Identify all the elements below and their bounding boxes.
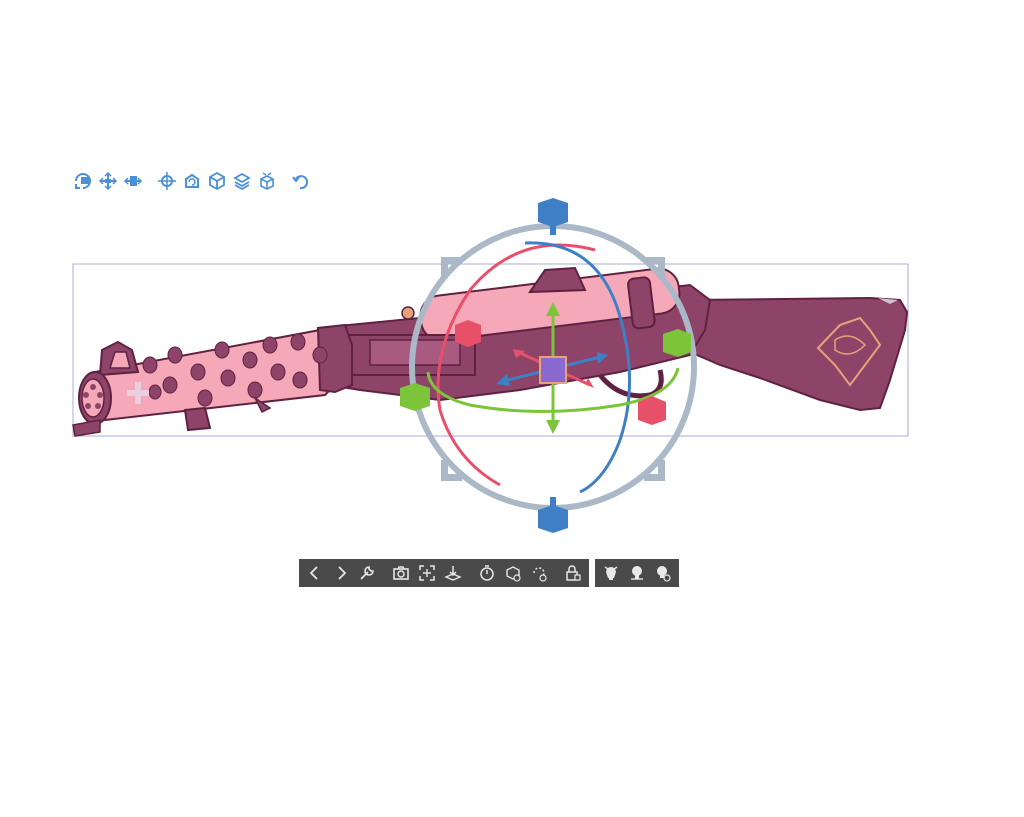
light-bulb-button[interactable] bbox=[625, 561, 649, 585]
light-source-button[interactable] bbox=[599, 561, 623, 585]
gizmo-left-handle[interactable] bbox=[400, 383, 430, 411]
layers-view-icon bbox=[233, 172, 251, 191]
move-object-button[interactable] bbox=[156, 170, 178, 192]
stock-emblem bbox=[816, 316, 882, 387]
explode-view-icon bbox=[260, 172, 274, 190]
previous-button[interactable] bbox=[303, 561, 327, 585]
rotate-object-icon bbox=[185, 173, 199, 188]
rotate-reset-icon bbox=[533, 567, 547, 582]
rotate-object-button[interactable] bbox=[181, 170, 203, 192]
gizmo-lower-right-handle[interactable] bbox=[638, 396, 666, 425]
gizmo-top-handle[interactable] bbox=[538, 198, 568, 227]
object-settings-wrench-button[interactable] bbox=[355, 561, 379, 585]
transform-gizmo[interactable] bbox=[400, 198, 697, 533]
gizmo-bottom-handle[interactable] bbox=[538, 505, 568, 533]
undo-rotate-icon bbox=[292, 175, 309, 190]
camera-button[interactable] bbox=[389, 561, 413, 585]
submachine-gun-model[interactable] bbox=[72, 266, 909, 437]
move-object-icon bbox=[158, 172, 176, 190]
rotate-reset-button[interactable] bbox=[527, 561, 551, 585]
next-button[interactable] bbox=[329, 561, 353, 585]
box-view-icon bbox=[209, 171, 225, 191]
gizmo-upper-left-handle[interactable] bbox=[455, 320, 481, 347]
gizmo-center-handle[interactable] bbox=[539, 356, 567, 384]
wrench-icon bbox=[360, 566, 374, 580]
layers-view-button[interactable] bbox=[231, 170, 253, 192]
camera-icon bbox=[393, 566, 409, 580]
lock-button[interactable] bbox=[561, 561, 585, 585]
fit-view-button[interactable] bbox=[415, 561, 439, 585]
timer-button[interactable] bbox=[475, 561, 499, 585]
camera-zoom-button[interactable] bbox=[122, 170, 144, 192]
next-icon bbox=[338, 566, 347, 580]
explode-view-button[interactable] bbox=[256, 170, 278, 192]
gizmo-right-handle[interactable] bbox=[663, 329, 691, 357]
object-settings-button[interactable] bbox=[501, 561, 525, 585]
camera-rotate-button[interactable] bbox=[72, 170, 94, 192]
camera-pan-button[interactable] bbox=[97, 170, 119, 192]
light-tools-group bbox=[595, 559, 679, 587]
lock-icon bbox=[566, 565, 581, 581]
ground-button[interactable] bbox=[441, 561, 465, 585]
barrel-shroud-holes bbox=[142, 333, 328, 407]
gizmo-rotate-z-arc[interactable] bbox=[524, 241, 631, 494]
object-tools-group bbox=[299, 559, 589, 587]
gizmo-rotate-x-arc[interactable] bbox=[436, 243, 596, 487]
fit-view-icon bbox=[419, 565, 435, 581]
camera-zoom-icon bbox=[123, 176, 143, 186]
light-bulb-icon bbox=[631, 566, 643, 580]
selection-bounding-box bbox=[72, 263, 909, 437]
ground-icon bbox=[444, 566, 462, 581]
timer-icon bbox=[480, 565, 494, 581]
undo-rotate-button[interactable] bbox=[290, 170, 312, 192]
camera-object-toolbar bbox=[72, 170, 312, 192]
object-settings-icon bbox=[506, 566, 521, 582]
box-view-button[interactable] bbox=[206, 170, 228, 192]
camera-pan-icon bbox=[98, 171, 118, 191]
gizmo-rotate-y-arc[interactable] bbox=[426, 367, 680, 413]
light-settings-button[interactable] bbox=[651, 561, 675, 585]
light-source-icon bbox=[604, 566, 618, 580]
barrel-cross-mark bbox=[127, 382, 149, 404]
object-launcher-bar bbox=[299, 559, 679, 587]
previous-icon bbox=[309, 566, 318, 580]
camera-rotate-icon bbox=[75, 173, 91, 189]
light-settings-icon bbox=[657, 566, 671, 582]
